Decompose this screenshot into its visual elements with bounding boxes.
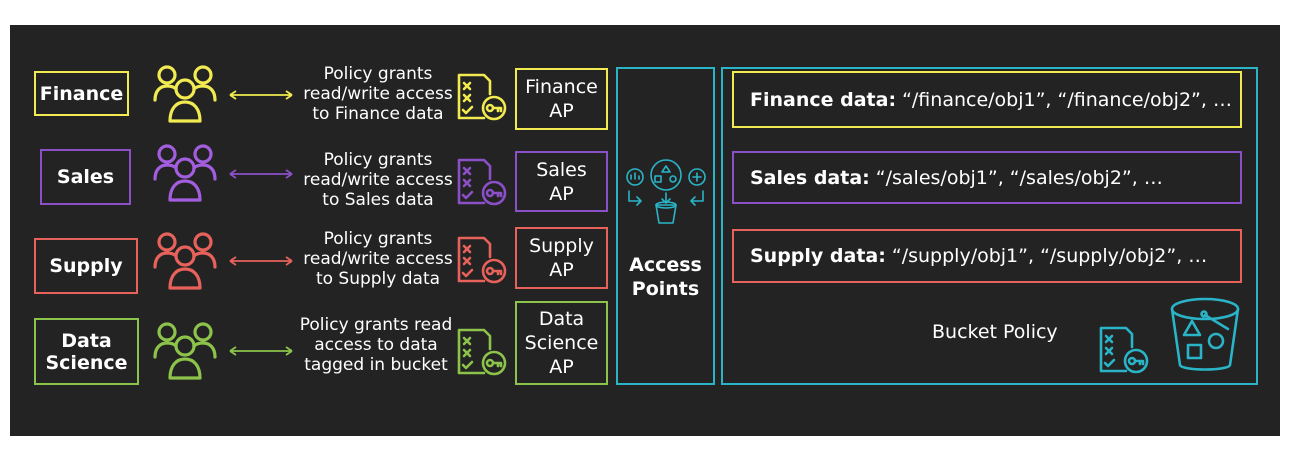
supply-users-icon [150, 229, 220, 291]
supply-policy-document-icon [456, 235, 508, 285]
data-science-users-icon [150, 319, 220, 381]
policy-line: read/write access [303, 170, 453, 190]
team-data-science-text: Science [45, 351, 128, 374]
diagram-canvas: Finance Policy grants read/write access … [10, 25, 1280, 436]
ap-label-line: AP [549, 182, 574, 205]
finance-policy-text: Policy grants read/write access to Finan… [298, 64, 458, 124]
access-points-panel [616, 67, 715, 385]
policy-line: Policy grants [323, 229, 433, 249]
data-row-value: “/sales/obj1”, “/sales/obj2”, … [875, 166, 1163, 189]
sales-access-point: Sales AP [515, 151, 608, 212]
policy-line: to Sales data [322, 190, 434, 210]
policy-line: Policy grants [323, 150, 433, 170]
access-points-icon [626, 159, 706, 224]
ap-label-line: AP [549, 100, 574, 122]
ap-label-line: Finance [525, 76, 598, 98]
data-row-prefix: Supply data: [750, 245, 886, 267]
access-points-title-line: Points [631, 278, 700, 300]
finance-access-point: Finance AP [515, 68, 608, 130]
sales-policy-text: Policy grants read/write access to Sales… [298, 150, 458, 210]
access-points-title-line: Access [629, 254, 702, 276]
supply-data-row: Supply data: “/supply/obj1”, “/supply/ob… [732, 229, 1242, 283]
finance-policy-document-icon [456, 72, 508, 122]
team-finance-label: Finance [34, 71, 129, 116]
access-points-title: Access Points [616, 253, 715, 301]
team-data-science-label: Data Science [34, 318, 139, 385]
data-row-value: “/supply/obj1”, “/supply/obj2”, … [891, 245, 1208, 267]
policy-line: to Supply data [315, 269, 441, 289]
sales-arrow [229, 169, 293, 179]
policy-line: tagged in bucket [304, 355, 448, 375]
policy-line: Policy grants [323, 64, 433, 84]
policy-line: to Finance data [312, 104, 444, 124]
ap-label-line: Supply [529, 235, 594, 257]
ap-label-line: Data [538, 308, 585, 330]
s3-bucket-icon [1170, 297, 1240, 371]
ap-label-line: Sales [536, 158, 587, 181]
bucket-panel [721, 67, 1258, 385]
supply-access-point: Supply AP [515, 227, 608, 289]
supply-arrow [229, 256, 293, 266]
policy-line: read/write access [303, 84, 453, 104]
team-supply-label: Supply [34, 238, 138, 294]
finance-users-icon [150, 62, 220, 124]
supply-policy-text: Policy grants read/write access to Suppl… [298, 229, 458, 289]
team-sales-label: Sales [40, 149, 131, 205]
data-row-prefix: Sales data: [750, 166, 870, 189]
team-sales-text: Sales [56, 166, 115, 188]
policy-line: access to data [314, 335, 438, 355]
data-science-policy-document-icon [456, 327, 508, 377]
policy-document-icon [1098, 325, 1150, 375]
data-science-access-point: Data Science AP [515, 301, 608, 385]
team-finance-text: Finance [39, 82, 124, 105]
ap-label-line: AP [549, 356, 574, 378]
sales-data-row: Sales data: “/sales/obj1”, “/sales/obj2”… [732, 151, 1242, 204]
policy-line: Policy grants read [299, 315, 453, 335]
team-supply-text: Supply [49, 255, 123, 277]
sales-users-icon [150, 141, 220, 203]
data-row-value: “/finance/obj1”, “/finance/obj2”, … [902, 88, 1232, 111]
bucket-policy-label: Bucket Policy [932, 321, 1058, 343]
policy-line: read/write access [303, 249, 453, 269]
data-science-policy-text: Policy grants read access to data tagged… [296, 315, 456, 375]
team-data-science-text: Data [61, 329, 112, 352]
finance-arrow [229, 90, 293, 100]
ap-label-line: AP [549, 259, 574, 281]
sales-policy-document-icon [456, 157, 508, 207]
finance-data-row: Finance data: “/finance/obj1”, “/finance… [732, 71, 1242, 128]
ap-label-line: Science [524, 332, 599, 354]
data-science-arrow [229, 346, 293, 356]
data-row-prefix: Finance data: [750, 88, 897, 111]
